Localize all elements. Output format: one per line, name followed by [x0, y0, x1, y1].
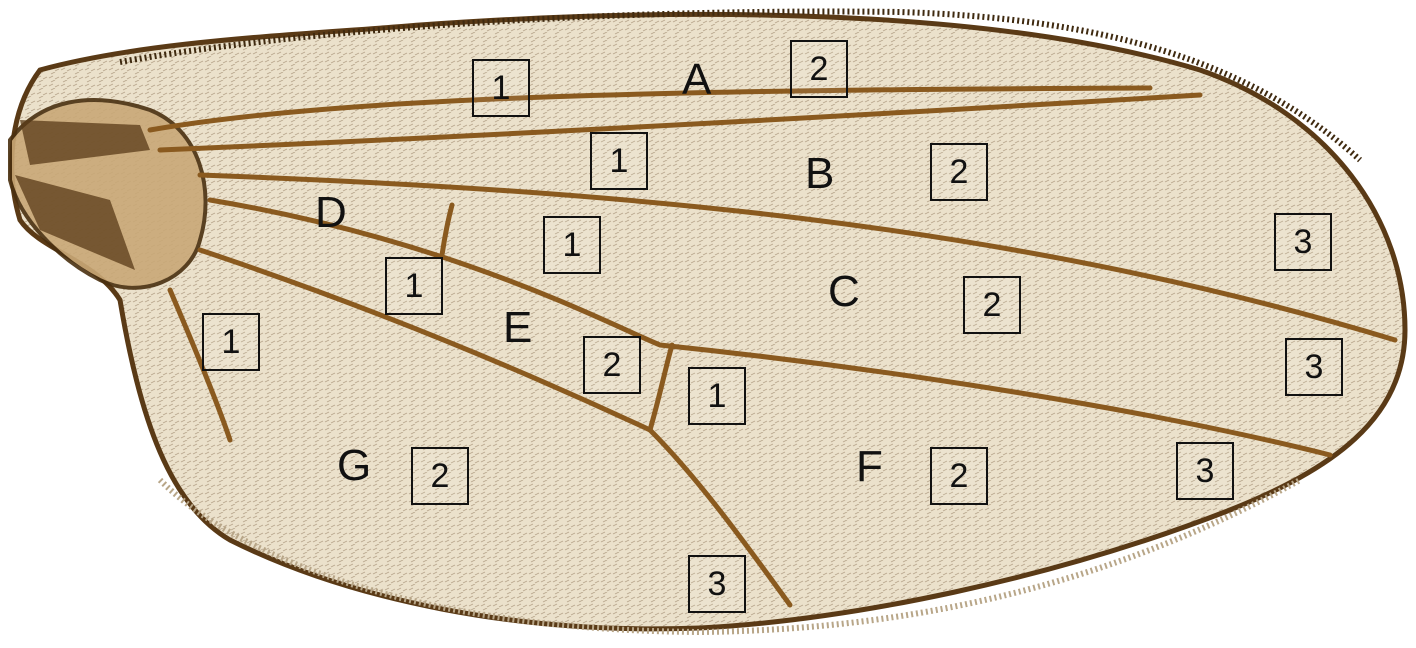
marker-box: 1 — [385, 257, 443, 315]
marker-box: 3 — [1285, 338, 1343, 396]
marker-box: 1 — [472, 59, 530, 117]
vein-media — [207, 197, 1333, 458]
wing-base-dark — [15, 120, 150, 270]
marker-box: 2 — [583, 336, 641, 394]
marker-box: 1 — [543, 216, 601, 274]
hind-fringe — [157, 477, 1302, 636]
marker-box: 2 — [790, 40, 848, 98]
marker-box: 2 — [963, 276, 1021, 334]
marker-box: 1 — [202, 313, 260, 371]
vein-subcostal — [147, 85, 1153, 133]
marker-box: 2 — [930, 143, 988, 201]
vein-cubital — [197, 247, 793, 608]
region-label-f: F — [856, 442, 883, 491]
region-label-d: D — [315, 188, 347, 237]
region-label-c: C — [828, 267, 860, 316]
marker-box: 2 — [411, 447, 469, 505]
marker-box: 3 — [1176, 442, 1234, 500]
vein-r45 — [197, 172, 1398, 343]
region-label-b: B — [805, 149, 835, 198]
vein-radial — [157, 92, 1203, 153]
marker-box: 3 — [688, 555, 746, 613]
region-label-a: A — [682, 55, 712, 104]
marker-box: 1 — [590, 132, 648, 190]
cross-vein-2 — [647, 342, 675, 433]
region-label-g: G — [337, 441, 372, 490]
marker-box: 2 — [930, 447, 988, 505]
marker-box: 3 — [1274, 213, 1332, 271]
marker-box: 1 — [688, 367, 746, 425]
region-label-e: E — [503, 303, 533, 352]
cross-vein-1 — [439, 202, 455, 258]
vein-anal — [167, 287, 233, 443]
